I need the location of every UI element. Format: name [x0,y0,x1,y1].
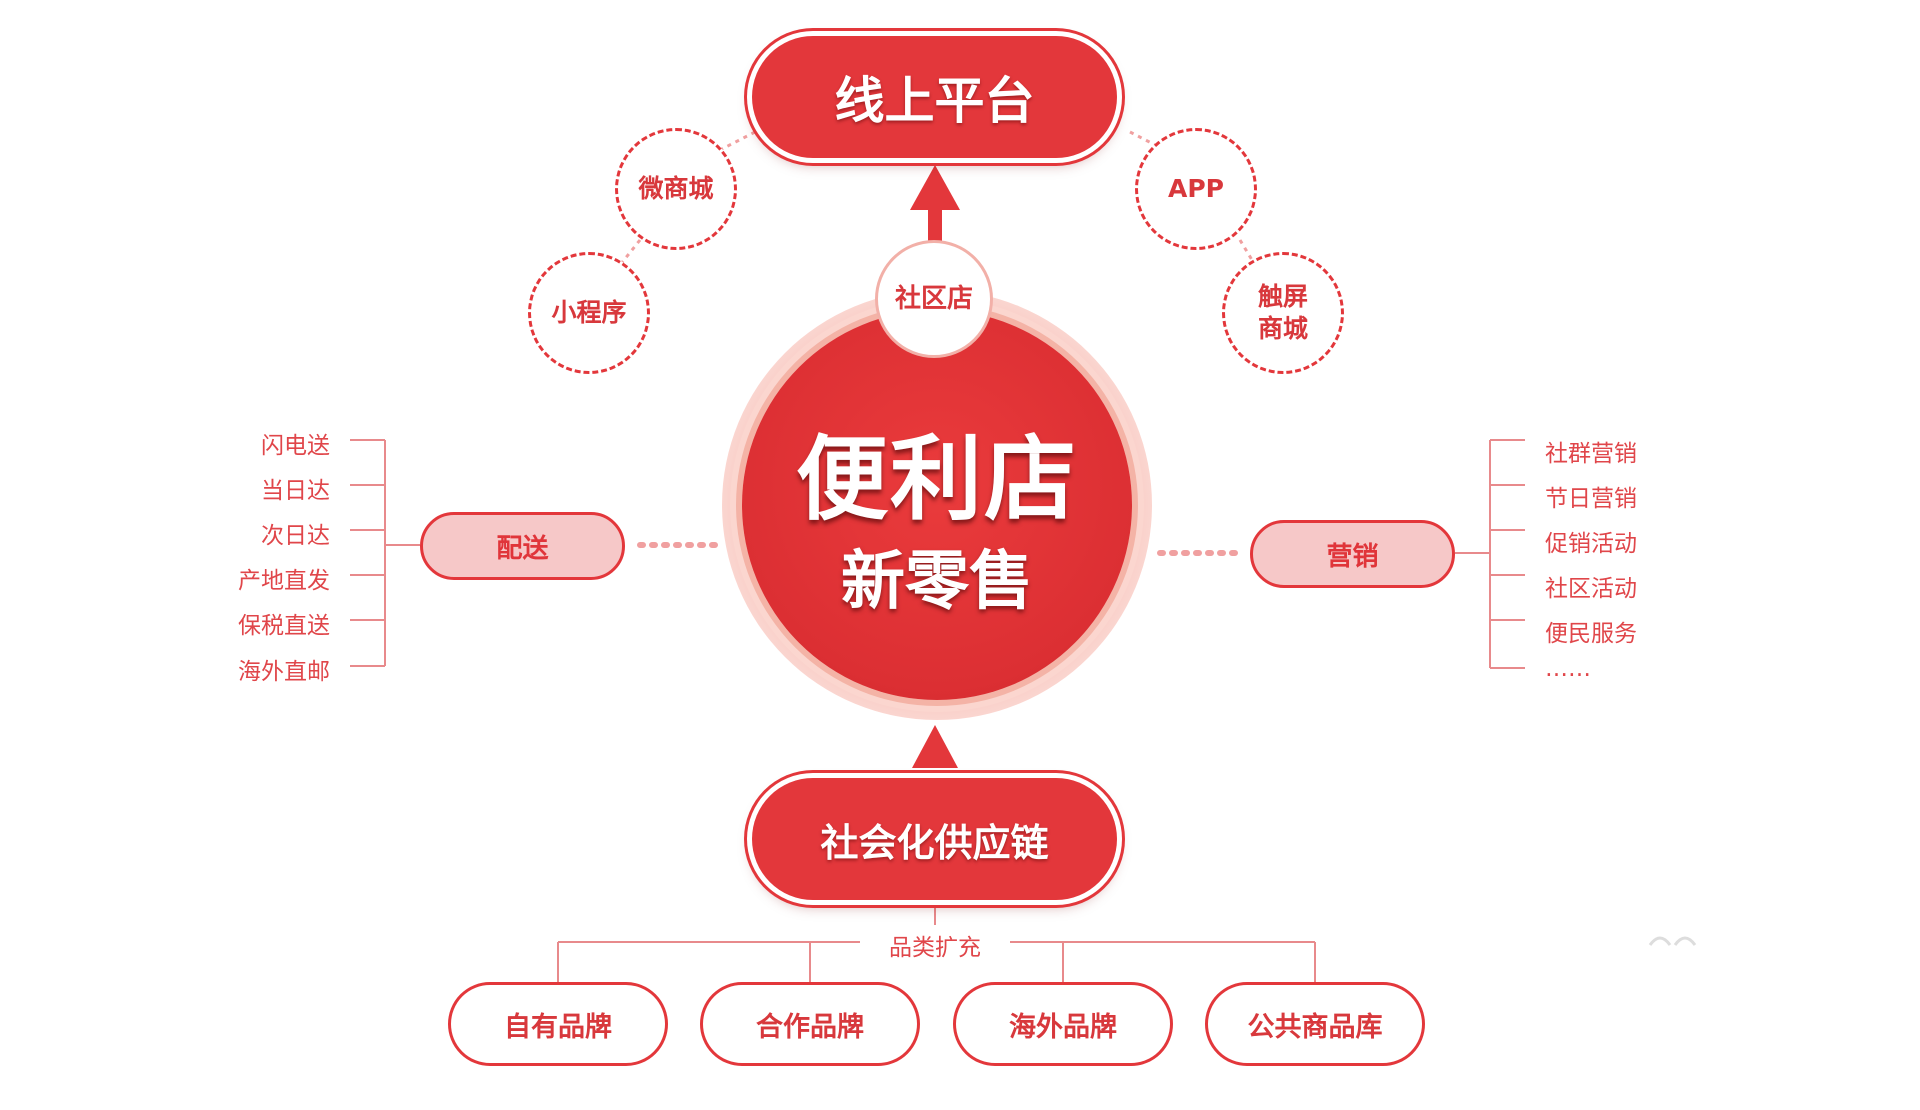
arrow-up-shaft [928,205,942,250]
delivery-item: 闪电送 [261,433,330,459]
brand-label: 自有品牌 [504,1011,612,1043]
app-circle: APP [1135,128,1257,250]
delivery-label: 配送 [496,533,549,564]
mini-program-label: 小程序 [551,298,627,327]
brand-label: 合作品牌 [756,1011,864,1043]
center-circle [742,310,1132,700]
marketing-label: 营销 [1326,541,1379,572]
arrow-supply-head [912,725,958,768]
link-app [1129,130,1166,152]
brand-tree [557,905,1316,982]
brand-label: 公共商品库 [1247,1011,1383,1043]
brand-label: 海外品牌 [1009,1011,1117,1043]
marketing-item: 节日营销 [1545,486,1637,512]
delivery-item: 产地直发 [238,568,330,594]
touch-mall-line1: 触屏 [1257,282,1308,311]
delivery-item: 次日达 [261,523,330,549]
brand-partner-pill: 合作品牌 [700,982,920,1066]
delivery-item: 海外直邮 [238,659,330,685]
marketing-pill: 营销 [1250,520,1455,588]
category-expansion-label: 品类扩充 [865,928,1005,962]
brand-overseas-pill: 海外品牌 [953,982,1173,1066]
marketing-item: 便民服务 [1545,621,1637,647]
online-platform-title: 线上平台 [834,72,1035,130]
touch-mall-circle: 触屏 商城 [1222,252,1344,374]
app-label: APP [1168,174,1224,203]
marketing-item: 社群营销 [1545,441,1637,467]
marketing-item: 促销活动 [1545,531,1637,557]
delivery-bracket [350,439,420,667]
center-subtitle: 新零售 [841,545,1033,619]
decor-mark [1648,936,1697,946]
delivery-pill: 配送 [420,512,625,580]
community-store-label: 社区店 [894,284,973,314]
supply-chain-title: 社会化供应链 [820,820,1049,865]
touch-mall-line2: 商城 [1257,314,1308,343]
delivery-item: 当日达 [261,478,330,504]
wechat-mall-label: 微商城 [638,174,714,203]
marketing-bracket [1455,439,1525,669]
wechat-mall-circle: 微商城 [615,128,737,250]
community-store-badge: 社区店 [875,240,993,358]
marketing-item: …… [1545,656,1591,682]
online-platform-pill: 线上平台 [752,36,1117,158]
supply-chain-pill: 社会化供应链 [752,778,1117,900]
marketing-item: 社区活动 [1545,576,1637,602]
center-title: 便利店 [795,426,1078,533]
brand-own-pill: 自有品牌 [448,982,668,1066]
mini-program-circle: 小程序 [528,252,650,374]
link-mall [719,130,756,152]
brand-public-pill: 公共商品库 [1205,982,1425,1066]
link-mini [618,239,642,266]
arrow-up-head [910,165,960,210]
delivery-item: 保税直送 [238,613,330,639]
